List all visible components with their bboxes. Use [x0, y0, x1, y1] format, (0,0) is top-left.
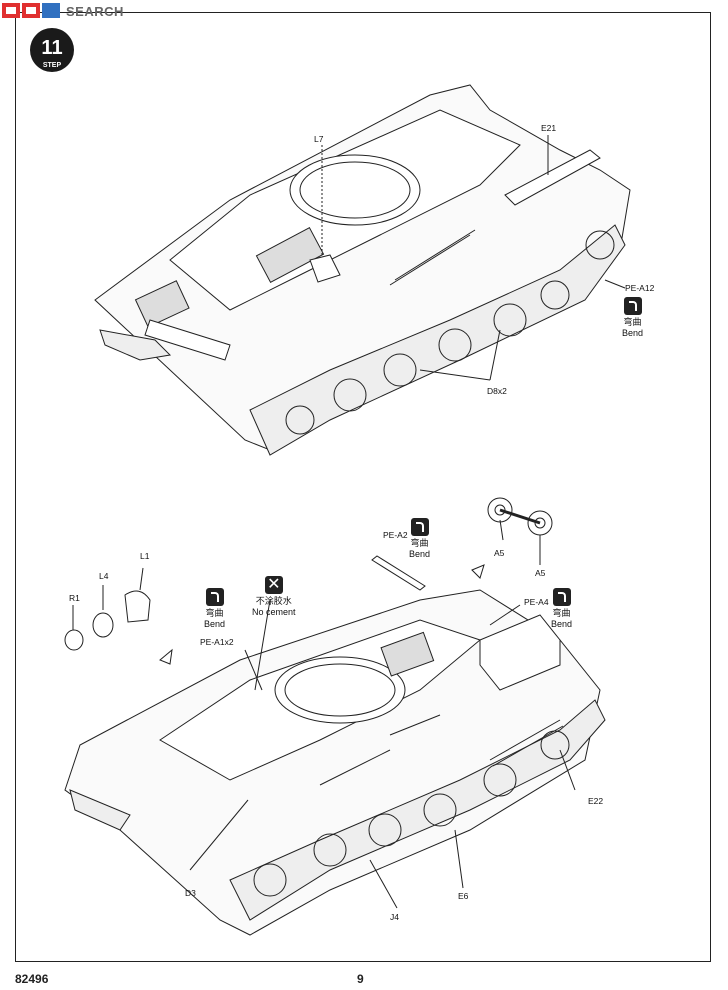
bend-en: Bend — [409, 549, 431, 559]
no-cement-en: No cement — [252, 607, 296, 617]
part-label-d8: D8x2 — [487, 386, 507, 396]
part-label-pe-a4: PE-A4 — [524, 597, 549, 607]
step-label: STEP — [43, 62, 62, 69]
bend-icon — [552, 588, 571, 606]
bend-icon — [205, 588, 224, 606]
part-label-a5-bottom: A5 — [535, 568, 546, 578]
part-label-d3: D3 — [185, 888, 196, 898]
part-label-e22: E22 — [588, 796, 604, 806]
step-number: 11 — [41, 37, 62, 59]
part-label-pe-a12: PE-A12 — [625, 283, 655, 293]
bend-zh: 弯曲 — [410, 538, 429, 548]
bend-indicator-a4: 弯曲 Bend — [551, 588, 572, 630]
step-badge: 11 STEP — [28, 26, 76, 74]
bend-indicator-top: 弯曲 Bend — [622, 297, 643, 339]
bend-en: Bend — [204, 619, 226, 629]
part-label-j4: J4 — [390, 912, 399, 922]
bend-indicator-a1: 弯曲 Bend — [204, 588, 225, 630]
bend-zh: 弯曲 — [552, 608, 571, 618]
page-frame — [15, 12, 711, 962]
part-label-r1: R1 — [69, 593, 80, 603]
watermark-brand: SEARCH — [66, 3, 124, 19]
bend-en: Bend — [551, 619, 573, 629]
no-cement-indicator: ✕ 不涂胶水 No cement — [252, 576, 296, 618]
bend-icon — [410, 518, 429, 536]
part-label-e6: E6 — [458, 891, 469, 901]
part-label-pe-a2: PE-A2 — [383, 530, 408, 540]
watermark-logo — [0, 0, 62, 22]
watermark: SEARCH — [0, 0, 124, 22]
part-label-l1: L1 — [140, 551, 150, 561]
part-label-l4: L4 — [99, 571, 109, 581]
no-cement-zh: 不涂胶水 — [255, 596, 292, 606]
bend-en: Bend — [622, 328, 644, 338]
bend-indicator-a2: 弯曲 Bend — [409, 518, 430, 560]
part-label-e21: E21 — [541, 123, 557, 133]
bend-zh: 弯曲 — [205, 608, 224, 618]
kit-number: 82496 — [15, 972, 49, 986]
part-label-l7: L7 — [314, 134, 324, 144]
page-number: 9 — [357, 972, 364, 986]
no-cement-icon: ✕ — [264, 576, 283, 594]
part-label-a5-top: A5 — [494, 548, 505, 558]
bend-icon — [623, 297, 642, 315]
part-label-pe-a1: PE-A1x2 — [200, 637, 234, 647]
bend-zh: 弯曲 — [623, 317, 642, 327]
